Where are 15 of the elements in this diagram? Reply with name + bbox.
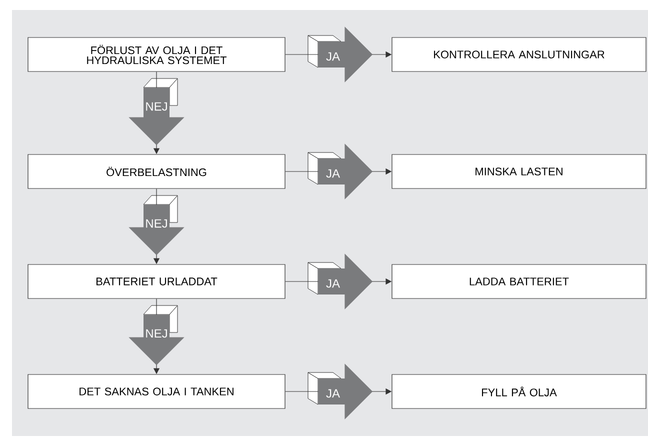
process-box: ÖVERBELASTNING: [28, 154, 286, 189]
process-box: DET SAKNAS OLJA I TANKEN: [28, 374, 286, 409]
process-box: LADDA BATTERIET: [392, 264, 646, 299]
process-box: BATTERIET URLADDAT: [28, 264, 286, 299]
edge-label: NEJ: [146, 102, 167, 111]
process-box: KONTROLLERA ANSLUTNINGAR: [392, 37, 646, 72]
process-box: FÖRLUST AV OLJA I DET HYDRAULISKA SYSTEMET: [28, 37, 286, 72]
process-box: MINSKA LASTEN: [392, 154, 646, 189]
edge-label: NEJ: [146, 329, 167, 338]
edge-label: JA: [326, 279, 340, 288]
edge-label: NEJ: [146, 219, 167, 228]
edge-label: JA: [326, 52, 340, 61]
edge-label: JA: [326, 389, 340, 398]
edge-label: JA: [326, 169, 340, 178]
process-box: FYLL PÅ OLJA: [392, 374, 646, 409]
